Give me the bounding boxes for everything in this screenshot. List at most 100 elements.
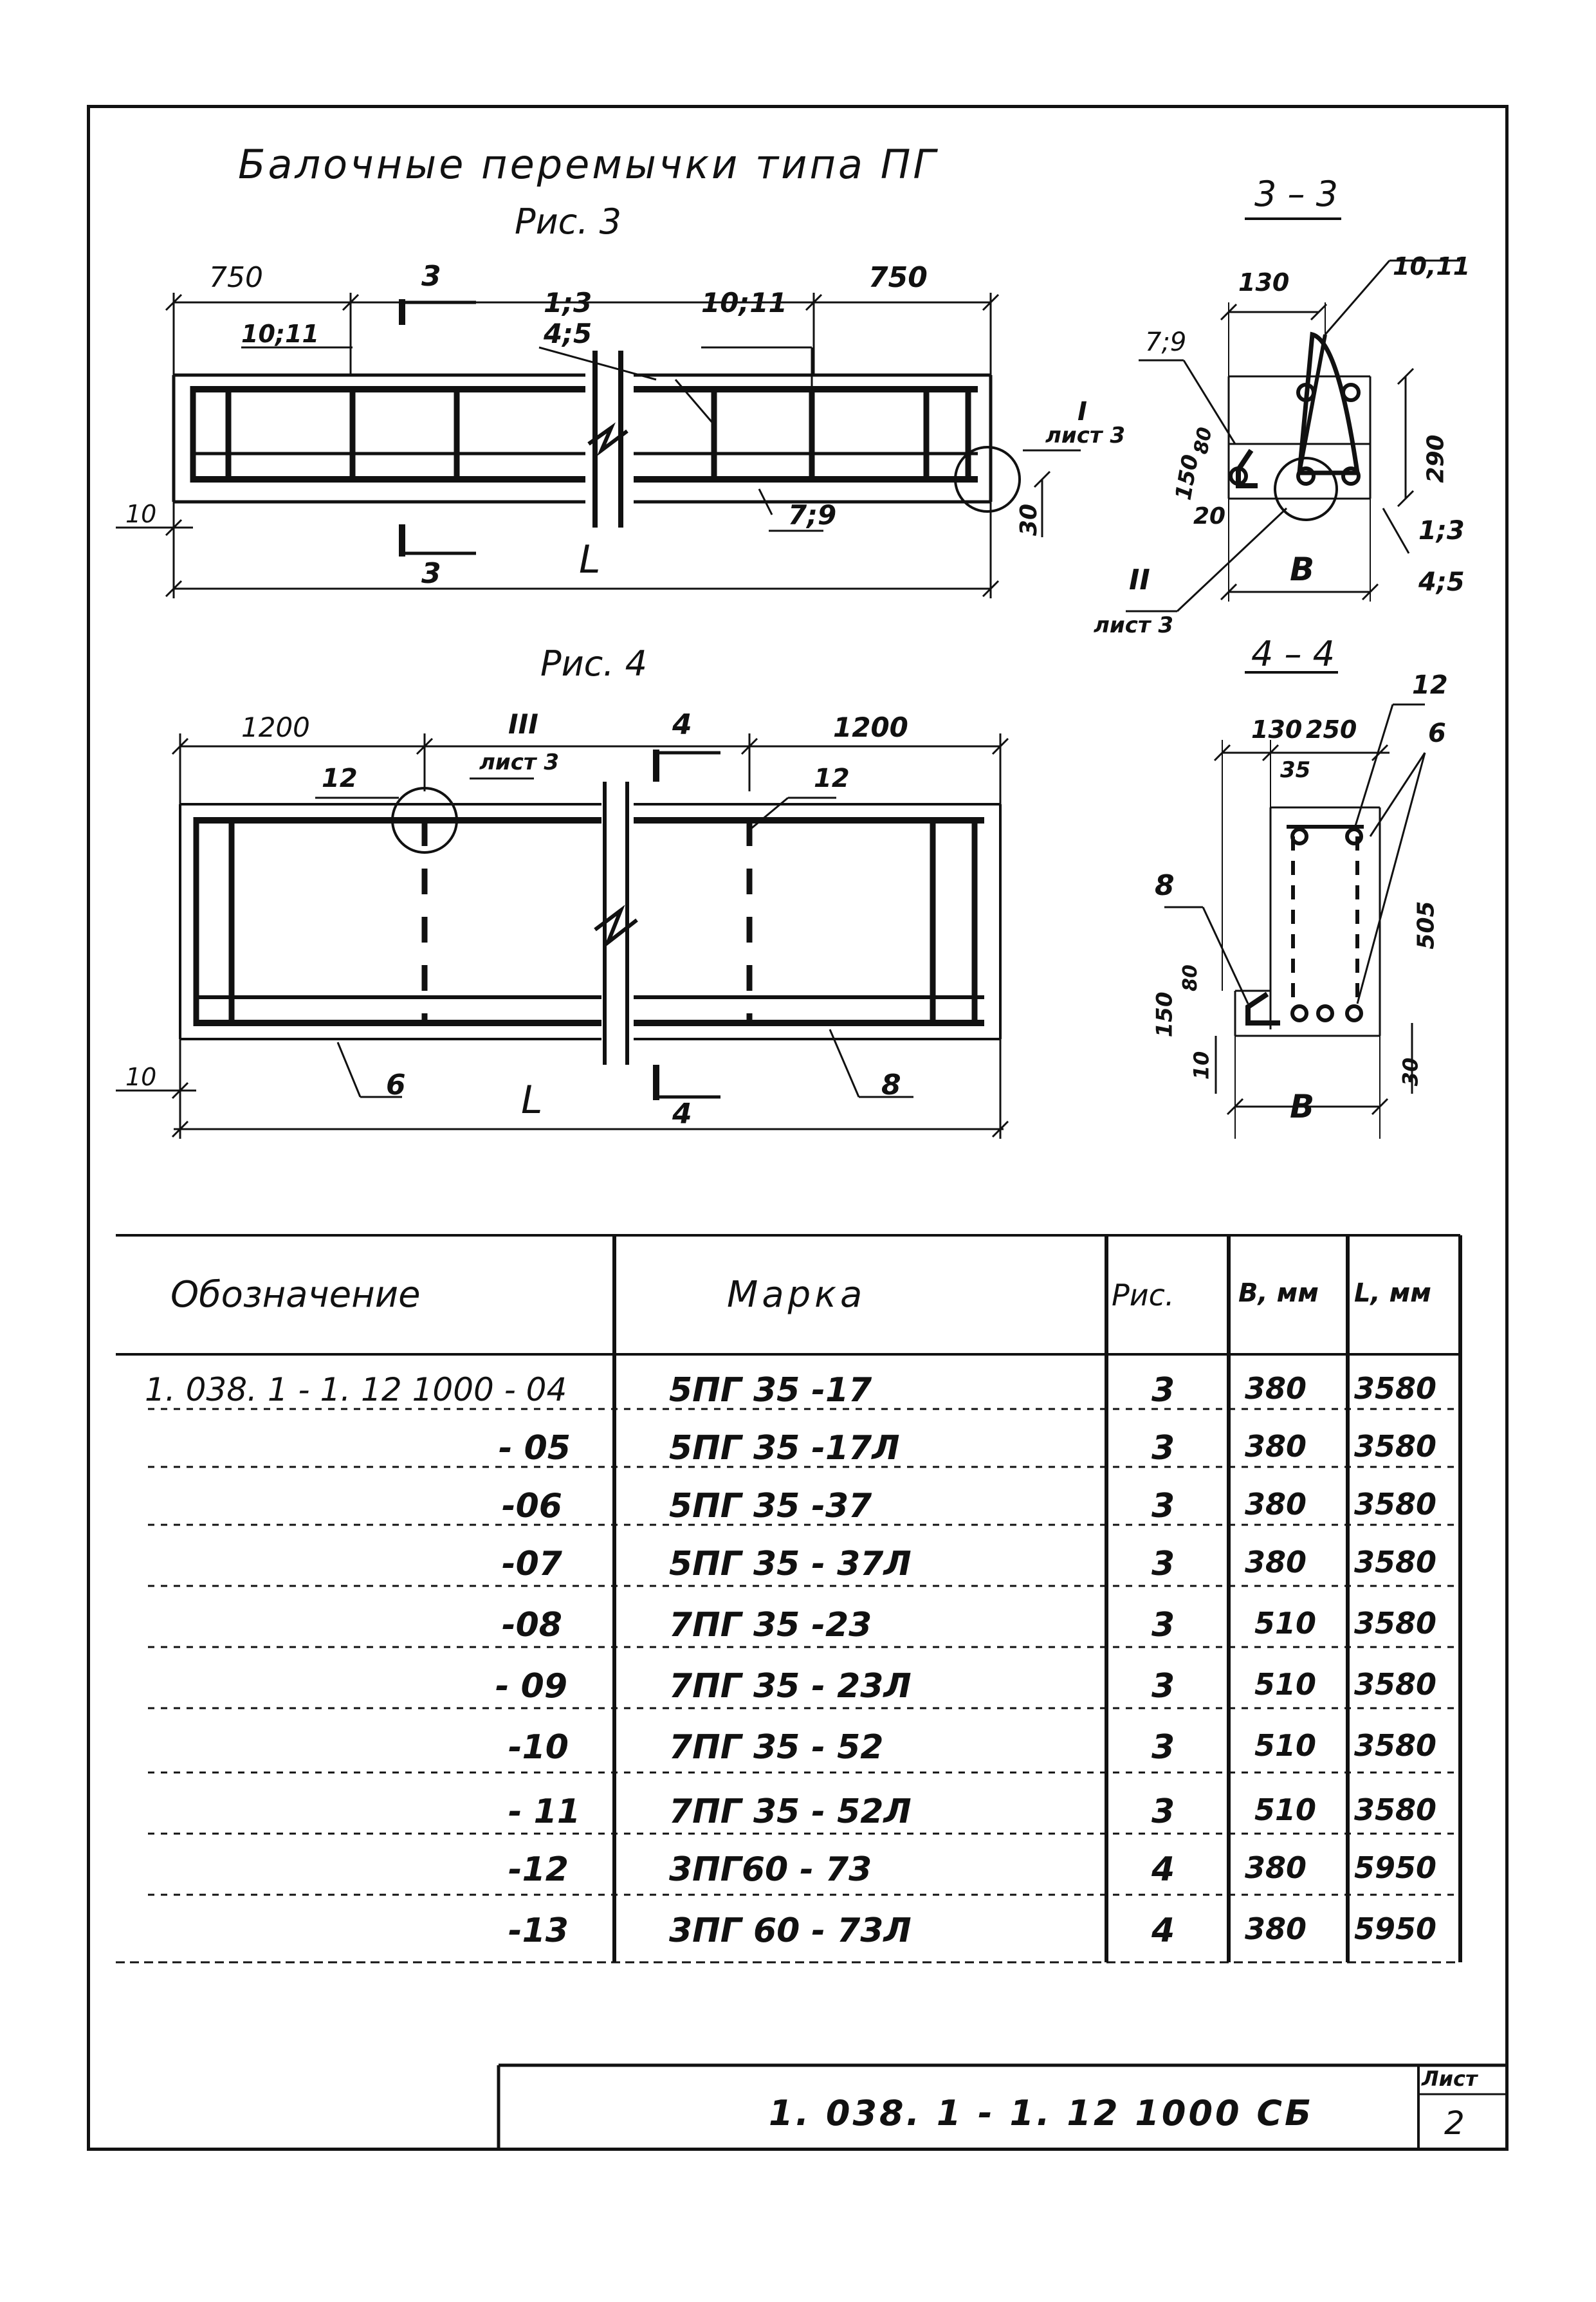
table-header-designation: Обозначение [170, 1274, 421, 1316]
fig4-callout-left-top: 12 [322, 764, 358, 793]
table-cell-designation: -12 [508, 1850, 569, 1889]
table-cell-fig: 3 [1151, 1487, 1175, 1525]
fig3-callout-mid-2: 4;5 [544, 318, 592, 349]
sec33-callout-top: 10,11 [1393, 252, 1471, 281]
table-cell-designation: -13 [508, 1911, 569, 1950]
fig4-detail-III-sheet: лист 3 [479, 750, 560, 775]
table-cell-b: 380 [1245, 1429, 1307, 1464]
table-cell-designation: -07 [502, 1545, 562, 1583]
table-cell-b: 380 [1245, 1911, 1307, 1946]
table-cell-designation: - 11 [508, 1792, 581, 1831]
table-cell-mark: 7ПГ 35 -23 [669, 1606, 872, 1644]
table-header-fig: Рис. [1112, 1278, 1175, 1312]
table-cell-mark: 5ПГ 35 -37 [669, 1487, 872, 1525]
table-cell-l: 3580 [1354, 1371, 1437, 1406]
sec44-dim-250: 250 [1306, 715, 1357, 744]
fig4-callout-bottom-left: 6 [386, 1069, 406, 1101]
table-cell-b: 510 [1254, 1606, 1317, 1641]
table-header-mark: Марка [727, 1274, 867, 1316]
drawing-frame [87, 105, 1509, 2151]
table-cell-fig: 3 [1151, 1429, 1175, 1468]
table-cell-mark: 7ПГ 35 - 52 [669, 1728, 884, 1767]
table-cell-l: 3580 [1354, 1667, 1437, 1702]
table-cell-fig: 3 [1151, 1728, 1175, 1767]
fig4-dim-right: 1200 [833, 712, 908, 743]
sec33-detail-II-sheet: лист 3 [1094, 612, 1174, 638]
table-cell-fig: 4 [1151, 1850, 1175, 1889]
table-cell-l: 3580 [1354, 1545, 1437, 1579]
table-cell-mark: 7ПГ 35 - 23Л [669, 1667, 912, 1706]
fig3-callout-left-bars: 10;11 [241, 320, 319, 348]
sec33-callout-left: 7;9 [1145, 327, 1187, 357]
table-cell-b: 380 [1245, 1371, 1307, 1406]
fig4-section-mark-top: 4 [672, 708, 692, 741]
stamp-document-code: 1. 038. 1 - 1. 12 1000 СБ [769, 2093, 1314, 2133]
sec33-detail-II-num: II [1129, 564, 1150, 596]
table-cell-l: 5950 [1354, 1850, 1437, 1885]
sec44-callout-top-2: 6 [1428, 719, 1446, 748]
sec33-dim-gap: 20 [1193, 503, 1226, 529]
table-cell-fig: 3 [1151, 1792, 1175, 1831]
table-cell-fig: 3 [1151, 1545, 1175, 1583]
table-cell-designation: -06 [502, 1487, 562, 1525]
stamp-sheet-number: 2 [1444, 2104, 1465, 2142]
fig4-label: Рис. 4 [540, 643, 648, 684]
table-cell-designation: 1. 038. 1 - 1. 12 1000 - 04 [145, 1371, 567, 1408]
table-cell-l: 3580 [1354, 1606, 1437, 1641]
stamp-sheet-label: Лист [1422, 2067, 1478, 2091]
sec33-callout-right-1: 1;3 [1418, 516, 1465, 546]
fig4-callout-right-top: 12 [814, 764, 850, 793]
table-header-b: B, мм [1238, 1278, 1319, 1308]
table-cell-l: 3580 [1354, 1728, 1437, 1763]
table-cell-l: 3580 [1354, 1429, 1437, 1464]
table-cell-l: 5950 [1354, 1911, 1437, 1946]
table-cell-b: 510 [1254, 1667, 1317, 1702]
table-cell-fig: 3 [1151, 1667, 1175, 1706]
fig3-section-mark-top: 3 [421, 260, 441, 293]
sec44-dim-width: B [1290, 1088, 1315, 1125]
fig4-callout-bottom-right: 8 [881, 1069, 901, 1101]
table-cell-fig: 3 [1151, 1606, 1175, 1644]
table-cell-mark: 3ПГ 60 - 73Л [669, 1911, 912, 1950]
table-cell-designation: -08 [502, 1606, 562, 1644]
table-cell-mark: 5ПГ 35 - 37Л [669, 1545, 912, 1583]
table-cell-b: 380 [1245, 1545, 1307, 1579]
sec44-dim-35: 35 [1280, 757, 1311, 783]
fig3-label: Рис. 3 [515, 201, 622, 242]
table-cell-l: 3580 [1354, 1487, 1437, 1522]
fig3-callout-right-bars: 10;11 [701, 287, 787, 318]
fig3-detail-I-sheet: лист 3 [1045, 423, 1126, 448]
table-cell-b: 510 [1254, 1728, 1317, 1763]
sec33-label: 3 – 3 [1254, 174, 1339, 214]
fig3-dim-left-offset: 10 [125, 500, 157, 528]
sec33-dim-top-width: 130 [1238, 268, 1290, 297]
fig3-detail-I-num: I [1078, 397, 1087, 427]
fig4-dim-left: 1200 [241, 712, 310, 743]
table-cell-mark: 5ПГ 35 -17Л [669, 1429, 900, 1468]
table-cell-fig: 4 [1151, 1911, 1175, 1950]
drawing-title: Балочные перемычки типа ПГ [238, 141, 938, 188]
sec33-dim-width: B [1290, 551, 1315, 588]
fig3-dim-right: 750 [868, 261, 928, 294]
fig4-detail-III-num: III [508, 708, 538, 740]
sec44-label: 4 – 4 [1251, 634, 1335, 674]
sec44-dim-130: 130 [1251, 715, 1303, 744]
sec44-callout-top-1: 12 [1412, 670, 1448, 700]
table-cell-b: 380 [1245, 1850, 1307, 1885]
table-cell-designation: -10 [508, 1728, 569, 1767]
table-cell-b: 380 [1245, 1487, 1307, 1522]
table-cell-b: 510 [1254, 1792, 1317, 1827]
table-cell-designation: - 09 [495, 1667, 568, 1706]
table-cell-mark: 3ПГ60 - 73 [669, 1850, 872, 1889]
table-header-l: L, мм [1354, 1278, 1431, 1308]
fig3-section-mark-bottom: 3 [421, 557, 441, 590]
fig4-section-mark-bottom: 4 [672, 1098, 692, 1130]
fig4-dim-length: L [521, 1078, 543, 1123]
table-cell-l: 3580 [1354, 1792, 1437, 1827]
table-cell-mark: 5ПГ 35 -17 [669, 1371, 872, 1410]
fig3-dim-left: 750 [209, 261, 263, 294]
